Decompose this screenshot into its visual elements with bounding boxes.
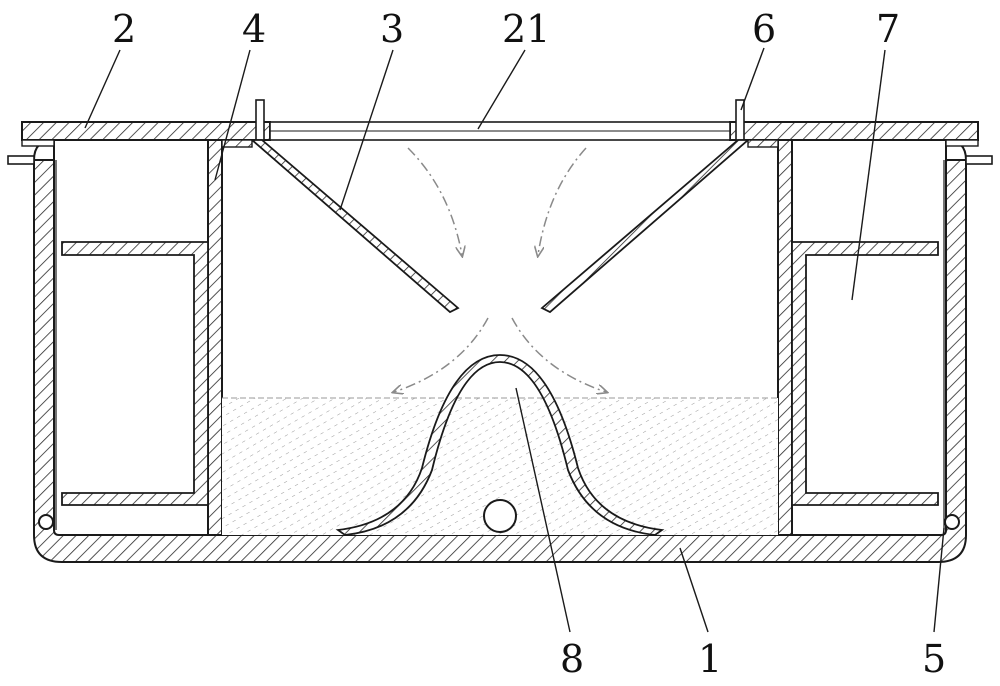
flow-arrows: [394, 147, 606, 392]
hinge-pins: [7, 155, 993, 530]
callout-6: 6: [752, 7, 776, 51]
left-hinge-pin: [38, 514, 54, 530]
callout-1: 1: [698, 637, 722, 681]
right-guide-plate: [540, 139, 751, 314]
callout-8: 8: [560, 637, 584, 681]
leader-lines: [84, 47, 945, 633]
right-hinge-pin: [944, 514, 960, 530]
callout-2: 2: [112, 7, 136, 51]
left-guide-plate: [249, 139, 460, 314]
flow-arrow-down-right: [538, 147, 587, 255]
left-locating-tab: [255, 99, 265, 141]
flow-arrow-down-left: [407, 147, 462, 255]
bell-spreader: [335, 354, 665, 536]
callout-7: 7: [876, 7, 900, 51]
side-containers: [61, 241, 939, 506]
guide-plates: [249, 139, 751, 314]
callout-3: 3: [380, 7, 404, 51]
callout-labels: 2 4 3 21 6 7 8 1 5: [112, 7, 946, 681]
callout-5: 5: [922, 637, 946, 681]
top-lid: [21, 121, 979, 147]
left-container: [61, 241, 209, 506]
right-container: [791, 241, 939, 506]
callout-21: 21: [502, 7, 550, 51]
flow-arrow-out-right: [511, 317, 606, 392]
flow-arrow-out-left: [394, 317, 489, 392]
drain-hole: [483, 499, 517, 533]
callout-4: 4: [242, 7, 266, 51]
